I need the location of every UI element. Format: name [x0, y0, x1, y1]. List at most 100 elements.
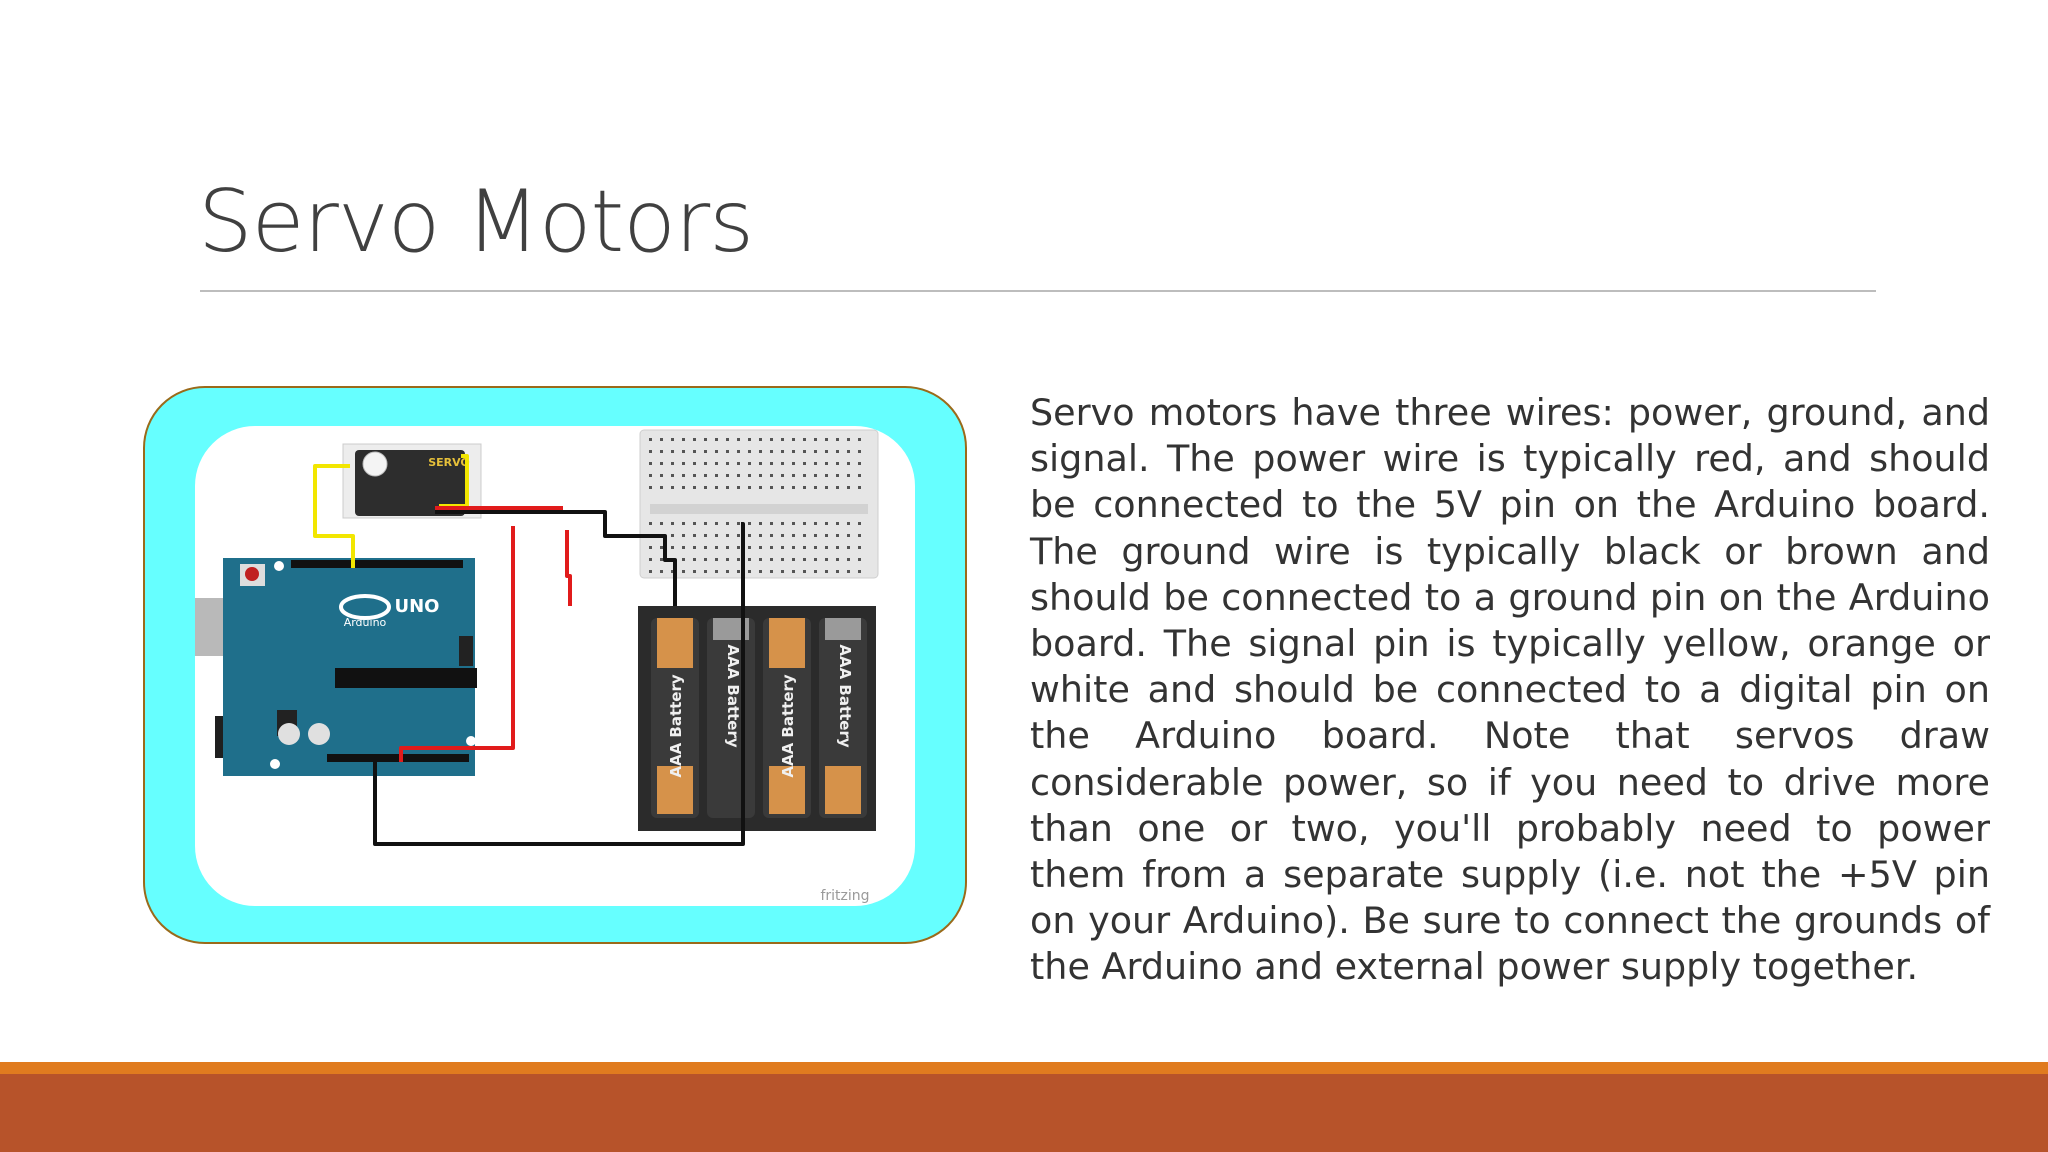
breadboard-hole [671, 450, 674, 453]
breadboard-hole [715, 450, 718, 453]
breadboard-hole [759, 486, 762, 489]
breadboard-hole [825, 450, 828, 453]
breadboard-hole [704, 462, 707, 465]
breadboard-hole [704, 558, 707, 561]
breadboard-hole [682, 546, 685, 549]
breadboard-hole [682, 522, 685, 525]
breadboard-hole [759, 558, 762, 561]
breadboard-hole [726, 522, 729, 525]
breadboard-hole [858, 558, 861, 561]
signal-wire [313, 464, 355, 568]
breadboard-hole [825, 534, 828, 537]
battery-pack: AAA Battery AAA Battery AAA Battery [638, 606, 876, 831]
breadboard-hole [748, 546, 751, 549]
breadboard-hole [715, 534, 718, 537]
breadboard-hole [770, 534, 773, 537]
breadboard-hole [649, 462, 652, 465]
breadboard-hole [847, 462, 850, 465]
breadboard-hole [792, 546, 795, 549]
power-wire [565, 530, 572, 606]
breadboard-hole [814, 462, 817, 465]
breadboard-hole [671, 462, 674, 465]
breadboard-hole [759, 570, 762, 573]
breadboard-hole [737, 558, 740, 561]
breadboard-hole [759, 522, 762, 525]
breadboard-hole [836, 546, 839, 549]
breadboard-hole [715, 522, 718, 525]
breadboard-hole [814, 558, 817, 561]
breadboard-hole [759, 474, 762, 477]
breadboard-hole [649, 438, 652, 441]
breadboard-hole [748, 522, 751, 525]
breadboard-hole [814, 522, 817, 525]
breadboard-hole [814, 450, 817, 453]
breadboard-hole [858, 450, 861, 453]
breadboard-hole [649, 558, 652, 561]
breadboard-hole [858, 474, 861, 477]
battery-label: AAA Battery [779, 674, 797, 778]
breadboard-hole [748, 438, 751, 441]
breadboard-hole [660, 486, 663, 489]
breadboard-hole [847, 486, 850, 489]
breadboard-hole [781, 546, 784, 549]
breadboard-hole [803, 558, 806, 561]
arduino-board: UNO Arduino [195, 558, 477, 776]
breadboard-hole [715, 474, 718, 477]
circuit-diagram: AAA Battery AAA Battery AAA Battery [195, 426, 915, 906]
breadboard-hole [847, 570, 850, 573]
breadboard-hole [770, 474, 773, 477]
breadboard-hole [858, 522, 861, 525]
breadboard-hole [737, 462, 740, 465]
breadboard-hole [770, 486, 773, 489]
breadboard-hole [737, 546, 740, 549]
breadboard-hole [781, 438, 784, 441]
breadboard-hole [847, 450, 850, 453]
servo-label: SERVO [428, 456, 470, 469]
breadboard-hole [693, 486, 696, 489]
breadboard-hole [726, 534, 729, 537]
breadboard-hole [770, 450, 773, 453]
breadboard-hole [660, 462, 663, 465]
breadboard-hole [660, 438, 663, 441]
breadboard-hole [770, 570, 773, 573]
breadboard-hole [825, 462, 828, 465]
breadboard-hole [671, 486, 674, 489]
breadboard-hole [704, 534, 707, 537]
breadboard-hole [792, 474, 795, 477]
breadboard-hole [792, 486, 795, 489]
ground-wire [435, 510, 677, 606]
breadboard-hole [737, 450, 740, 453]
body-paragraph: Servo motors have three wires: power, gr… [1030, 391, 1990, 989]
breadboard-hole [748, 486, 751, 489]
breadboard-hole [649, 474, 652, 477]
breadboard-hole [693, 546, 696, 549]
breadboard-hole [715, 558, 718, 561]
breadboard-hole [682, 558, 685, 561]
wires [313, 454, 745, 846]
breadboard-hole [847, 534, 850, 537]
breadboard-hole [803, 570, 806, 573]
breadboard-hole [825, 438, 828, 441]
breadboard-hole [792, 522, 795, 525]
breadboard-hole [693, 474, 696, 477]
breadboard-hole [737, 522, 740, 525]
ground-wire [373, 522, 745, 846]
breadboard-hole [803, 462, 806, 465]
breadboard-hole [682, 486, 685, 489]
breadboard-hole [715, 546, 718, 549]
breadboard-hole [671, 474, 674, 477]
breadboard-hole [693, 450, 696, 453]
breadboard-hole [748, 450, 751, 453]
breadboard-hole [737, 486, 740, 489]
breadboard-hole [693, 438, 696, 441]
power-wire [399, 506, 563, 762]
breadboard-hole [671, 546, 674, 549]
breadboard-hole [825, 558, 828, 561]
battery-label: AAA Battery [667, 674, 685, 778]
slide-title: Servo Motors [198, 172, 754, 272]
breadboard-hole [847, 474, 850, 477]
breadboard-hole [660, 522, 663, 525]
breadboard-hole [847, 558, 850, 561]
breadboard-hole [759, 546, 762, 549]
